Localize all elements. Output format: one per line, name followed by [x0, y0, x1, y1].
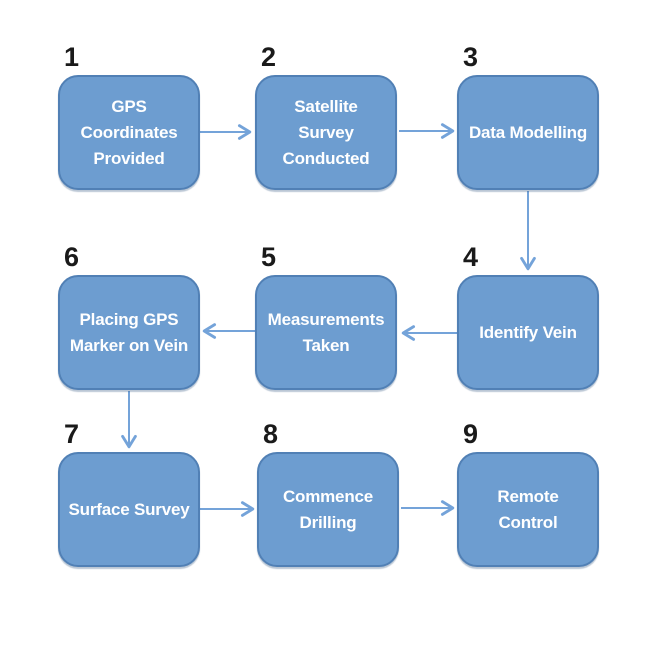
step-label-line: Remote Control	[497, 486, 559, 532]
step-label-line: GPS Coordinates	[80, 96, 178, 142]
step-number: 6	[64, 242, 79, 272]
flow-step-7: 7 Surface Survey	[58, 419, 200, 567]
step-box-identify-vein: Identify Vein	[457, 275, 599, 390]
step-number: 4	[463, 242, 478, 272]
flow-step-1: 1 GPS Coordinates Provided	[58, 42, 200, 190]
step-label-line: Taken	[302, 335, 350, 355]
flow-step-6: 6 Placing GPS Marker on Vein	[58, 242, 200, 390]
step-label-line: Placing GPS	[79, 309, 179, 329]
step-label-line: Drilling	[299, 512, 357, 532]
flow-step-9: 9 Remote Control	[457, 419, 599, 567]
flow-step-4: 4 Identify Vein	[457, 242, 599, 390]
step-label-line: Measurements	[267, 309, 385, 329]
step-number: 3	[463, 42, 478, 72]
flow-step-8: 8 Commence Drilling	[257, 419, 399, 567]
step-box-surface-survey: Surface Survey	[58, 452, 200, 567]
step-label-line: Conducted	[282, 148, 370, 168]
step-number: 9	[463, 419, 478, 449]
flow-step-3: 3 Data Modelling	[457, 42, 599, 190]
step-box-commence-drilling: Commence Drilling	[257, 452, 399, 567]
step-label-line: Commence	[282, 486, 374, 506]
step-label-line: Satellite Survey	[294, 96, 358, 142]
step-label-line: Provided	[93, 148, 165, 168]
step-number: 7	[64, 419, 79, 449]
step-box-remote-control: Remote Control	[457, 452, 599, 567]
step-label-line: Marker on Vein	[69, 335, 189, 355]
step-number: 5	[261, 242, 276, 272]
step-number: 2	[261, 42, 276, 72]
step-box-data-modelling: Data Modelling	[457, 75, 599, 190]
step-number: 8	[263, 419, 278, 449]
step-number: 1	[64, 42, 79, 72]
step-label-line: Data Modelling	[468, 122, 588, 142]
step-box-satellite-survey-conducted: Satellite Survey Conducted	[255, 75, 397, 190]
step-box-placing-gps-marker-on-vein: Placing GPS Marker on Vein	[58, 275, 200, 390]
step-label-line: Identify Vein	[479, 322, 577, 342]
step-box-gps-coordinates-provided: GPS Coordinates Provided	[58, 75, 200, 190]
flow-step-2: 2 Satellite Survey Conducted	[255, 42, 397, 190]
step-label-line: Surface Survey	[68, 499, 190, 519]
flow-step-5: 5 Measurements Taken	[255, 242, 397, 390]
step-box-measurements-taken: Measurements Taken	[255, 275, 397, 390]
